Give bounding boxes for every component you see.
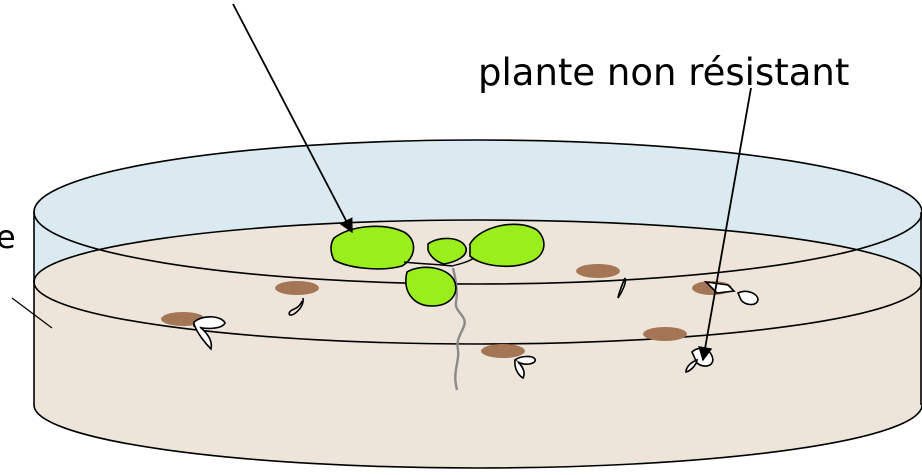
seed-icon	[481, 344, 525, 358]
leaf	[406, 267, 456, 306]
medium-label-partial: e	[0, 218, 16, 256]
seed-icon	[643, 327, 687, 341]
petri-dish	[34, 140, 922, 468]
non-resistant-plant-label: plante non résistant	[478, 51, 849, 94]
leaf	[331, 226, 414, 269]
seed-icon	[576, 264, 620, 278]
seed-icon	[275, 281, 319, 295]
